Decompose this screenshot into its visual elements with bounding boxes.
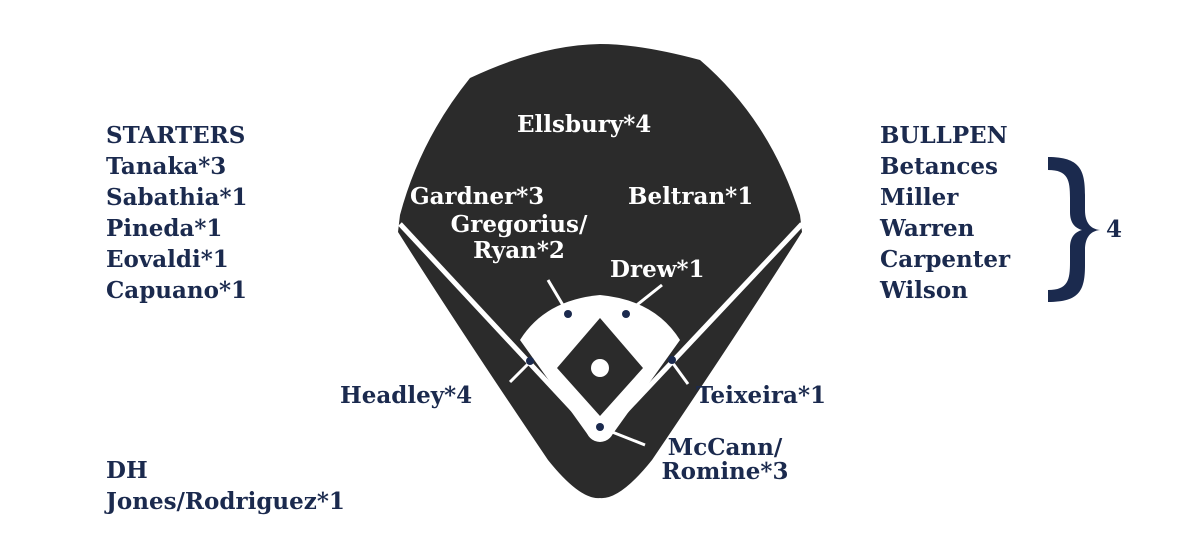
center-field-label: Ellsbury*4 bbox=[517, 111, 652, 138]
3b-marker bbox=[526, 357, 534, 365]
starter-item: Capuano*1 bbox=[106, 277, 248, 304]
ss-marker bbox=[564, 310, 572, 318]
first-base-label: Teixeira*1 bbox=[696, 382, 826, 409]
bullpen-item: Miller bbox=[880, 184, 959, 211]
dh-header: DH bbox=[106, 457, 148, 484]
catcher-leader-line bbox=[601, 426, 646, 447]
bullpen-brace bbox=[1048, 157, 1100, 302]
shortstop-label-line2: Ryan*2 bbox=[473, 237, 565, 264]
left-field-label: Gardner*3 bbox=[410, 183, 545, 210]
starters-list: STARTERS Tanaka*3 Sabathia*1 Pineda*1 Eo… bbox=[106, 120, 248, 306]
left-foul-line bbox=[398, 222, 592, 430]
bullpen-list: BULLPEN Betances Miller Warren Carpenter… bbox=[880, 120, 1010, 306]
bullpen-count: 4 bbox=[1106, 216, 1123, 243]
dh-list: DH Jones/Rodriguez*1 bbox=[106, 455, 345, 517]
field-shape bbox=[398, 44, 802, 499]
2b-leader-line bbox=[627, 283, 663, 314]
starter-item: Eovaldi*1 bbox=[106, 246, 229, 273]
right-foul-line bbox=[608, 222, 804, 430]
bullpen-item: Betances bbox=[880, 153, 998, 180]
pitchers-mound bbox=[591, 359, 609, 377]
right-field-label: Beltran*1 bbox=[628, 183, 754, 210]
dh-player: Jones/Rodriguez*1 bbox=[106, 488, 345, 515]
starters-header: STARTERS bbox=[106, 122, 246, 149]
starter-item: Pineda*1 bbox=[106, 215, 223, 242]
third-base-label: Headley*4 bbox=[340, 382, 473, 409]
second-base-label: Drew*1 bbox=[610, 256, 705, 283]
catcher-label-line1: McCann/ bbox=[667, 434, 783, 461]
ss-leader-line bbox=[546, 279, 569, 313]
shortstop-label: Gregorius/ Ryan*2 bbox=[426, 212, 612, 264]
1b-leader-line bbox=[670, 361, 690, 385]
catcher-label-line2: Romine*3 bbox=[661, 458, 789, 485]
bullpen-item: Carpenter bbox=[880, 246, 1011, 273]
1b-marker bbox=[668, 356, 676, 364]
shortstop-label-line1: Gregorius/ bbox=[450, 211, 588, 238]
catcher-marker bbox=[596, 423, 604, 431]
3b-leader-line bbox=[508, 360, 532, 384]
bullpen-header: BULLPEN bbox=[880, 122, 1008, 149]
starter-item: Tanaka*3 bbox=[106, 153, 227, 180]
starter-item: Sabathia*1 bbox=[106, 184, 248, 211]
bullpen-item: Wilson bbox=[880, 277, 968, 304]
bullpen-item: Warren bbox=[880, 215, 975, 242]
2b-marker bbox=[622, 310, 630, 318]
catcher-label: McCann/ Romine*3 bbox=[640, 436, 810, 484]
